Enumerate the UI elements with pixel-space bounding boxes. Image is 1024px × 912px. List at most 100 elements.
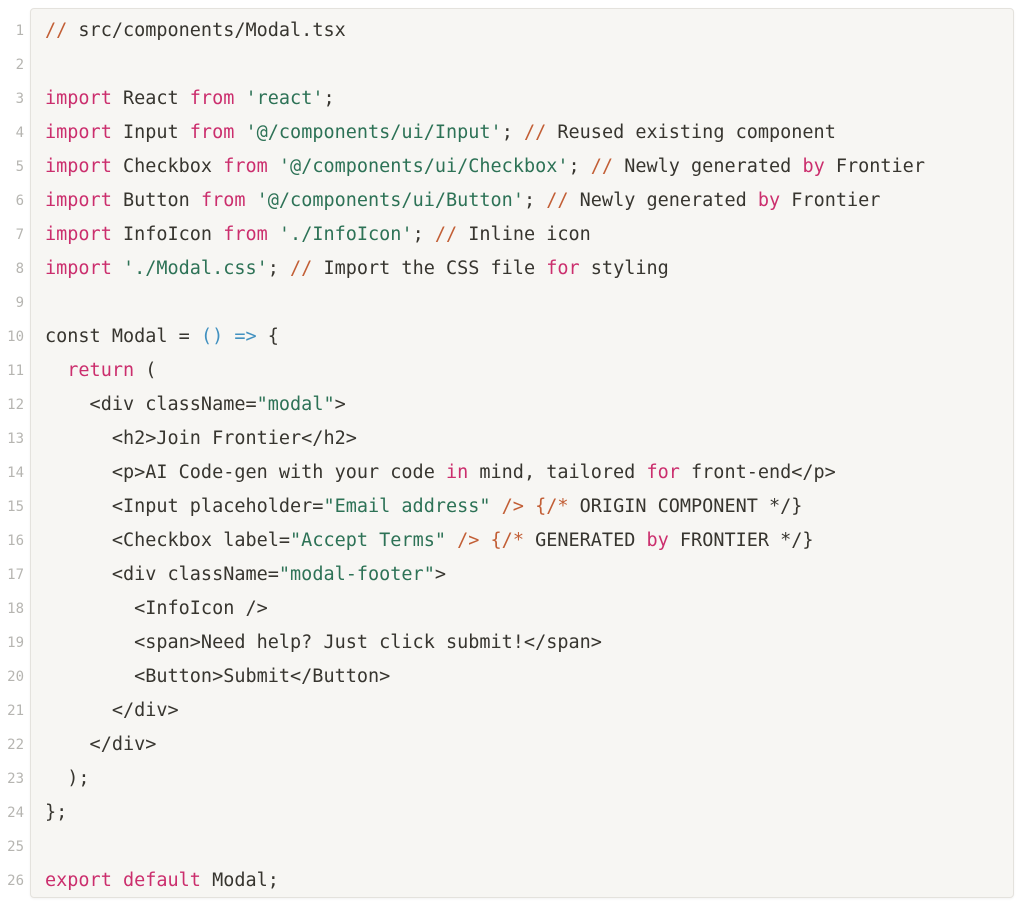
code-line [45, 48, 1013, 82]
line-number: 21 [7, 703, 24, 719]
code-token: Reused existing component [546, 122, 836, 143]
code-token: React [111, 88, 190, 109]
code-line: <InfoIcon /> [45, 592, 1013, 626]
code-line [45, 830, 1013, 864]
code-token: styling [579, 258, 669, 279]
code-token: Button [111, 190, 201, 211]
line-number: 14 [7, 465, 24, 481]
code-token: ( [134, 360, 157, 381]
code-token: Newly generated [613, 156, 803, 177]
code-token: > [334, 394, 346, 415]
code-token: '@/components/ui/Input' [245, 122, 502, 143]
code-token [268, 224, 279, 245]
code-line: // src/components/Modal.tsx [45, 14, 1013, 48]
line-number: 23 [7, 771, 24, 787]
code-token: ; [267, 258, 291, 279]
line-number: 11 [7, 363, 24, 379]
code-line: import Input from '@/components/ui/Input… [45, 116, 1013, 150]
line-number: 19 [7, 635, 24, 651]
code-token: // [434, 224, 458, 245]
code-line: return ( [45, 354, 1013, 388]
code-token: // [590, 156, 614, 177]
code-token: import [45, 88, 112, 109]
code-token: from [223, 156, 268, 177]
code-token: mind, tailored [468, 462, 647, 483]
code-line: <Input placeholder="Email address" /> {/… [45, 490, 1013, 524]
code-token: from [189, 88, 235, 109]
code-token: Import the CSS file [312, 258, 547, 279]
code-token: ORIGIN COMPONENT */} [568, 496, 803, 517]
code-token: <p>AI Code-gen with your code [45, 462, 446, 483]
code-token: from [189, 122, 235, 143]
code-token: ; [501, 122, 524, 143]
code-token: by [757, 190, 781, 211]
code-token: Checkbox [111, 156, 224, 177]
code-line: <Checkbox label="Accept Terms" /> {/* GE… [45, 524, 1013, 558]
line-number: 24 [7, 805, 24, 821]
line-number: 8 [15, 261, 24, 277]
code-token: <Button>Submit</Button> [45, 666, 391, 687]
code-line: }; [45, 796, 1013, 830]
code-token [112, 870, 123, 891]
line-number: 7 [15, 227, 24, 243]
code-line [45, 286, 1013, 320]
code-token: > [434, 564, 446, 585]
code-token: </div> [45, 700, 179, 721]
code-token: <InfoIcon /> [45, 598, 268, 619]
code-line: <p>AI Code-gen with your code in mind, t… [45, 456, 1013, 490]
line-number: 9 [15, 295, 24, 311]
code-token: return [67, 360, 135, 381]
code-token: /> [457, 530, 480, 551]
code-token [112, 258, 123, 279]
code-line: </div> [45, 694, 1013, 728]
code-token: for [546, 258, 580, 279]
code-token: ; [523, 190, 547, 211]
code-token: { [256, 326, 279, 347]
code-token: GENERATED [523, 530, 647, 551]
code-line: import Checkbox from '@/components/ui/Ch… [45, 150, 1013, 184]
code-token: <div className= [45, 564, 279, 585]
code-token: }; [45, 802, 68, 823]
code-token: InfoIcon [111, 224, 224, 245]
line-number: 22 [7, 737, 24, 753]
code-token [223, 326, 234, 347]
code-token [45, 360, 67, 381]
line-number: 18 [7, 601, 24, 617]
code-line: <h2>Join Frontier</h2> [45, 422, 1013, 456]
code-token: "modal" [256, 394, 335, 415]
line-number: 2 [15, 57, 24, 73]
code-token: front-end</p> [679, 462, 836, 483]
code-token: {/* [490, 530, 524, 551]
code-token: './Modal.css' [122, 258, 268, 279]
code-token: Modal; [200, 870, 279, 891]
code-token: <Input placeholder= [45, 496, 324, 517]
code-token: import [45, 156, 112, 177]
code-token: by [802, 156, 825, 177]
code-line: ); [45, 762, 1013, 796]
code-line: export default Modal; [45, 864, 1013, 897]
code-token [524, 496, 535, 517]
code-line: const Modal = () => { [45, 320, 1013, 354]
code-token: FRONTIER */} [668, 530, 814, 551]
code-line: <div className="modal-footer"> [45, 558, 1013, 592]
code-token: from [200, 190, 246, 211]
code-token: in [445, 462, 469, 483]
code-token: by [646, 530, 669, 551]
code-token: export [45, 870, 112, 891]
code-token: import [45, 122, 112, 143]
line-number: 12 [7, 397, 24, 413]
line-number: 20 [7, 669, 24, 685]
code-token: import [45, 190, 112, 211]
line-number: 13 [7, 431, 24, 447]
code-token: import [45, 258, 112, 279]
code-token [246, 190, 257, 211]
code-token: const Modal = [45, 326, 201, 347]
code-token: for [646, 462, 680, 483]
code-line: </div> [45, 728, 1013, 762]
code-token: => [234, 326, 257, 347]
code-token: './InfoIcon' [278, 224, 413, 245]
code-token: </div> [45, 734, 157, 755]
code-token: Input [111, 122, 190, 143]
code-line: import InfoIcon from './InfoIcon'; // In… [45, 218, 1013, 252]
